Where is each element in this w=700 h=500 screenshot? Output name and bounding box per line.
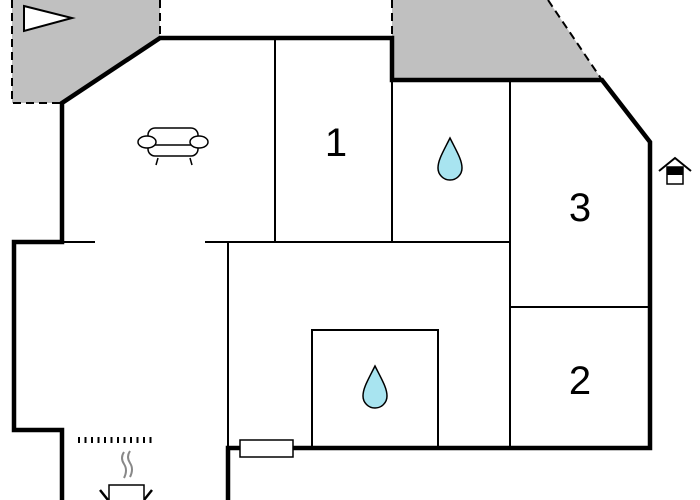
room-label-3: 3 [569, 186, 591, 230]
terrace-top-left [12, 0, 160, 103]
outer-wall [11, 35, 653, 500]
room-label-2: 2 [569, 359, 591, 403]
compass-arrow-icon [23, 4, 76, 33]
sofa-icon [137, 127, 209, 166]
water-drop-icon [362, 364, 388, 409]
interior-walls [62, 38, 650, 449]
radiator-icon [239, 439, 294, 458]
fireplace-icon [99, 450, 153, 500]
terrace-top-right [392, 0, 602, 80]
terrace-top-left-dashed-edge [11, 0, 62, 104]
entrance-house-icon [658, 156, 692, 185]
room-label-1: 1 [325, 121, 347, 165]
terrace-top-right-dashed-diagonal [547, 0, 603, 81]
water-drop-icon [437, 136, 463, 181]
